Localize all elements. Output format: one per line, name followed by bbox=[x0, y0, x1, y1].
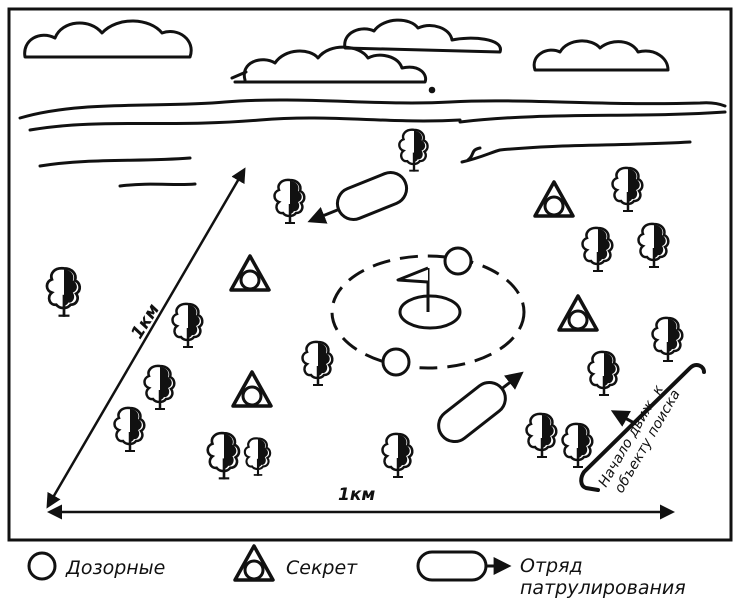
tree bbox=[563, 424, 593, 468]
search-object-area bbox=[332, 248, 524, 375]
legend-label-lookouts: Дозорные bbox=[65, 557, 165, 579]
secret-post bbox=[231, 256, 269, 290]
legend-secret-icon bbox=[235, 546, 273, 580]
legend: Дозорные Секрет Отряд патрулирования bbox=[29, 546, 686, 599]
tree bbox=[527, 414, 557, 458]
tree bbox=[583, 228, 613, 272]
legend-label-squad-line2: патрулирования bbox=[520, 577, 686, 599]
secret-post bbox=[559, 296, 597, 330]
tree bbox=[639, 224, 669, 268]
tree bbox=[115, 408, 145, 452]
tree bbox=[399, 130, 427, 172]
tree bbox=[145, 366, 175, 410]
secret-post bbox=[233, 372, 271, 406]
lookout-circle bbox=[383, 349, 409, 375]
tree bbox=[208, 433, 239, 479]
tree bbox=[245, 438, 270, 475]
tree bbox=[653, 318, 683, 362]
legend-lookout-icon bbox=[29, 553, 55, 579]
patrol-squad-icon bbox=[432, 361, 531, 448]
tree bbox=[275, 180, 305, 224]
tree bbox=[383, 434, 413, 478]
lookout-circle bbox=[445, 248, 471, 274]
tree bbox=[303, 342, 333, 386]
legend-label-secret: Секрет bbox=[286, 557, 358, 579]
patrol-squad-icon bbox=[305, 168, 412, 236]
legend-patrol-squad-icon bbox=[418, 552, 508, 580]
tree bbox=[589, 352, 619, 396]
clouds bbox=[25, 20, 668, 92]
tree bbox=[173, 304, 203, 348]
flag-icon bbox=[398, 268, 428, 282]
diagonal-scale-label: 1км bbox=[127, 300, 164, 342]
horizontal-scale-label: 1км bbox=[338, 485, 375, 505]
secret-post bbox=[535, 182, 573, 216]
tree bbox=[613, 168, 643, 212]
tree bbox=[47, 268, 80, 317]
search-object-icon bbox=[400, 296, 460, 328]
legend-label-squad-line1: Отряд bbox=[520, 555, 583, 577]
